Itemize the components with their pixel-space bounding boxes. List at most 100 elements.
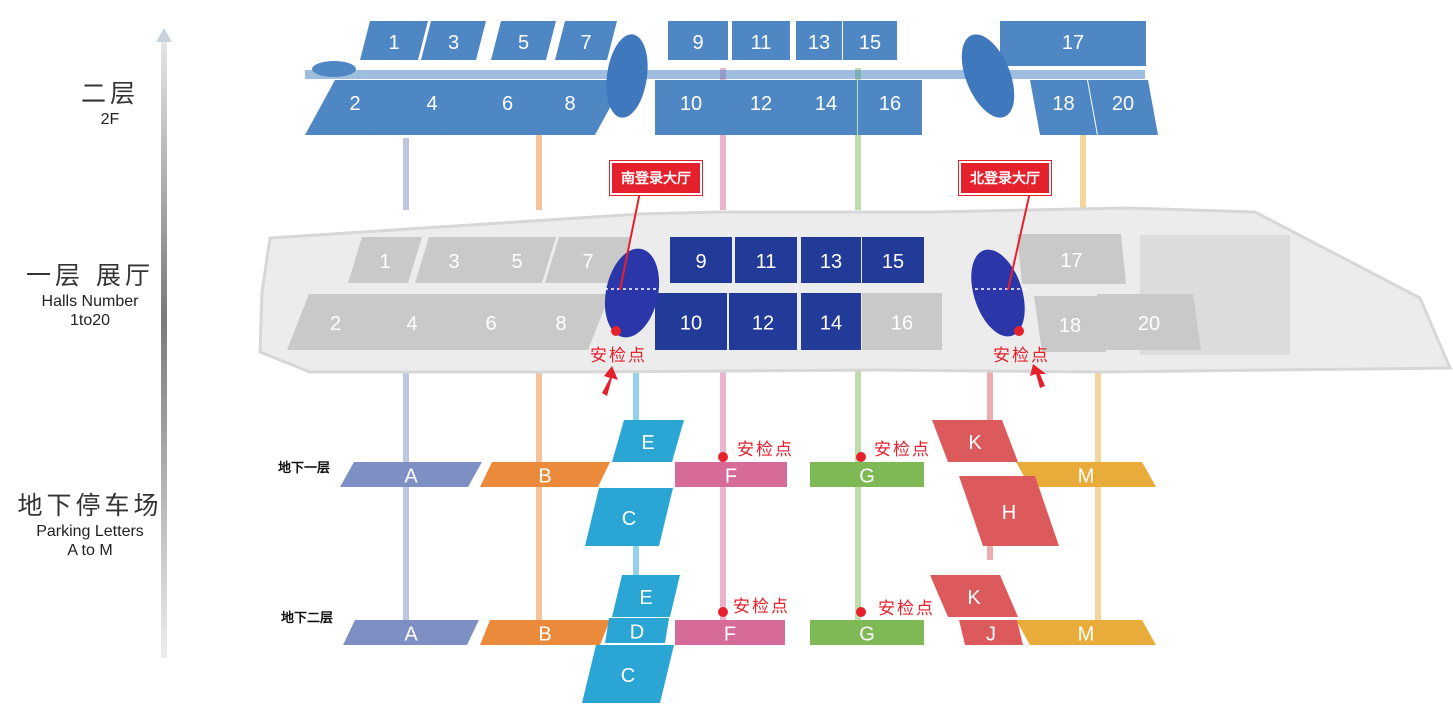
level-2f-cn: 二层	[80, 79, 139, 108]
connector-c	[633, 355, 639, 420]
parking-b2-label-C: C	[621, 665, 635, 687]
hall-1f-15	[862, 237, 924, 283]
parking-b2-E	[612, 575, 680, 617]
hall-2f-label-10: 10	[680, 93, 702, 115]
hall-1f-7	[545, 237, 631, 283]
security-dot-g-b1	[856, 452, 866, 462]
level-label-2f: 二层 2F	[40, 74, 180, 129]
hall-2f-12	[722, 80, 800, 135]
hall-1f-9	[670, 237, 732, 283]
connector-a	[403, 138, 409, 210]
level-2f-en: 2F	[100, 111, 120, 128]
hall-1f-label-4: 4	[406, 313, 417, 335]
entry-arrow-south	[602, 366, 618, 396]
parking-b1-label-B: B	[538, 466, 551, 488]
parking-b1-label-E: E	[641, 432, 654, 454]
hall-2f-8	[515, 80, 625, 135]
parking-b2-label-B: B	[538, 624, 551, 646]
connector-g-low	[855, 355, 861, 620]
parking-b2-J	[959, 620, 1023, 645]
level-parking-en-2: A to M	[67, 542, 113, 559]
hall-2f-label-15: 15	[859, 32, 881, 54]
security-dot-f-b2	[718, 607, 728, 617]
small-ellipse-2f	[312, 61, 356, 77]
hall-1f-label-14: 14	[820, 313, 842, 335]
connector-b-low	[536, 355, 542, 620]
hall-1f-label-12: 12	[752, 313, 774, 335]
hall-1f-label-3: 3	[448, 251, 459, 273]
hall-1f-label-2: 2	[330, 313, 341, 335]
hall-1f-label-15: 15	[882, 251, 904, 273]
parking-b2-label-J: J	[986, 624, 996, 646]
parking-b2-label-A: A	[404, 624, 418, 646]
parking-b1-label-G: G	[859, 466, 875, 488]
security-dot-g-b2	[856, 607, 866, 617]
level-b2-label: 地下二层	[281, 610, 334, 625]
hall-2f-label-3: 3	[448, 32, 459, 54]
connector-b	[536, 115, 542, 210]
hall-2f-label-6: 6	[502, 93, 513, 115]
hall-1f-label-18: 18	[1059, 315, 1081, 337]
level-1f-en-1: Halls Number	[41, 293, 139, 310]
hall-1f-label-17: 17	[1060, 250, 1082, 272]
connector-m-low	[1095, 360, 1101, 620]
parking-b1-label-F: F	[725, 466, 737, 488]
security-south-label: 安检点	[590, 346, 647, 365]
connector-c-low	[633, 540, 639, 575]
parking-b1-K	[932, 420, 1018, 462]
parking-b1-M	[1016, 462, 1156, 487]
parking-b1-label-H: H	[1002, 502, 1016, 524]
hall-2f-label-18: 18	[1052, 93, 1074, 115]
hall-2f-label-4: 4	[426, 93, 437, 115]
level-parking-en-1: Parking Letters	[36, 523, 144, 540]
connector-k	[987, 362, 993, 430]
connector-a-low	[403, 355, 409, 620]
entry-arrow-north	[1030, 364, 1046, 388]
parking-b2-A	[343, 620, 479, 645]
hall-1f-13	[801, 237, 861, 283]
hall-1f-label-5: 5	[511, 251, 522, 273]
south-lobby-1f	[604, 248, 660, 338]
parking-b1-B	[480, 462, 610, 487]
hall-1f-6	[440, 294, 542, 350]
parking-b2-G	[810, 620, 924, 645]
south-lobby-callout: 南登录大厅	[610, 161, 702, 195]
hall-2f-1	[360, 21, 428, 60]
hall-1f-10	[655, 293, 727, 350]
level-axis-arrow	[156, 28, 172, 42]
hall-2f-17	[1000, 21, 1146, 66]
hall-1f-label-8: 8	[555, 313, 566, 335]
parking-b2-label-K: K	[967, 587, 981, 609]
hall-2f-20	[1088, 80, 1158, 135]
security-f-b1-label: 安检点	[737, 440, 794, 459]
parking-b2-K	[930, 575, 1018, 617]
hall-2f-label-11: 11	[751, 32, 772, 54]
hall-2f-14	[795, 80, 857, 135]
connector-g	[855, 68, 861, 210]
level-axis-bar	[161, 40, 167, 658]
parking-b2-M	[1016, 620, 1156, 645]
hall-1f-label-9: 9	[695, 251, 706, 273]
security-g-b2-label: 安检点	[878, 599, 935, 618]
hall-2f-label-20: 20	[1112, 93, 1134, 115]
parking-b1-label-A: A	[404, 466, 418, 488]
connector-f-low	[720, 355, 726, 620]
parking-b1-H	[959, 476, 1059, 546]
parking-b1-F	[675, 462, 787, 487]
hall-2f-15	[843, 21, 897, 60]
hall-2f-label-17: 17	[1062, 32, 1084, 54]
parking-b2-F	[675, 620, 785, 645]
security-g-b1-label: 安检点	[874, 440, 931, 459]
hall-2f-label-9: 9	[692, 32, 703, 54]
hall-2f-10	[655, 80, 727, 135]
hall-2f-label-7: 7	[580, 32, 591, 54]
hall-2f-label-2: 2	[349, 93, 360, 115]
parking-b1-label-C: C	[622, 508, 636, 530]
hall-1f-18	[1034, 296, 1106, 352]
hall-1f-label-16: 16	[891, 313, 913, 335]
connector-m	[1080, 100, 1086, 210]
parking-b2-C	[582, 645, 674, 703]
level-label-1f: 一层 展厅 Halls Number 1to20	[15, 256, 165, 330]
hall-1f-label-20: 20	[1138, 313, 1160, 335]
